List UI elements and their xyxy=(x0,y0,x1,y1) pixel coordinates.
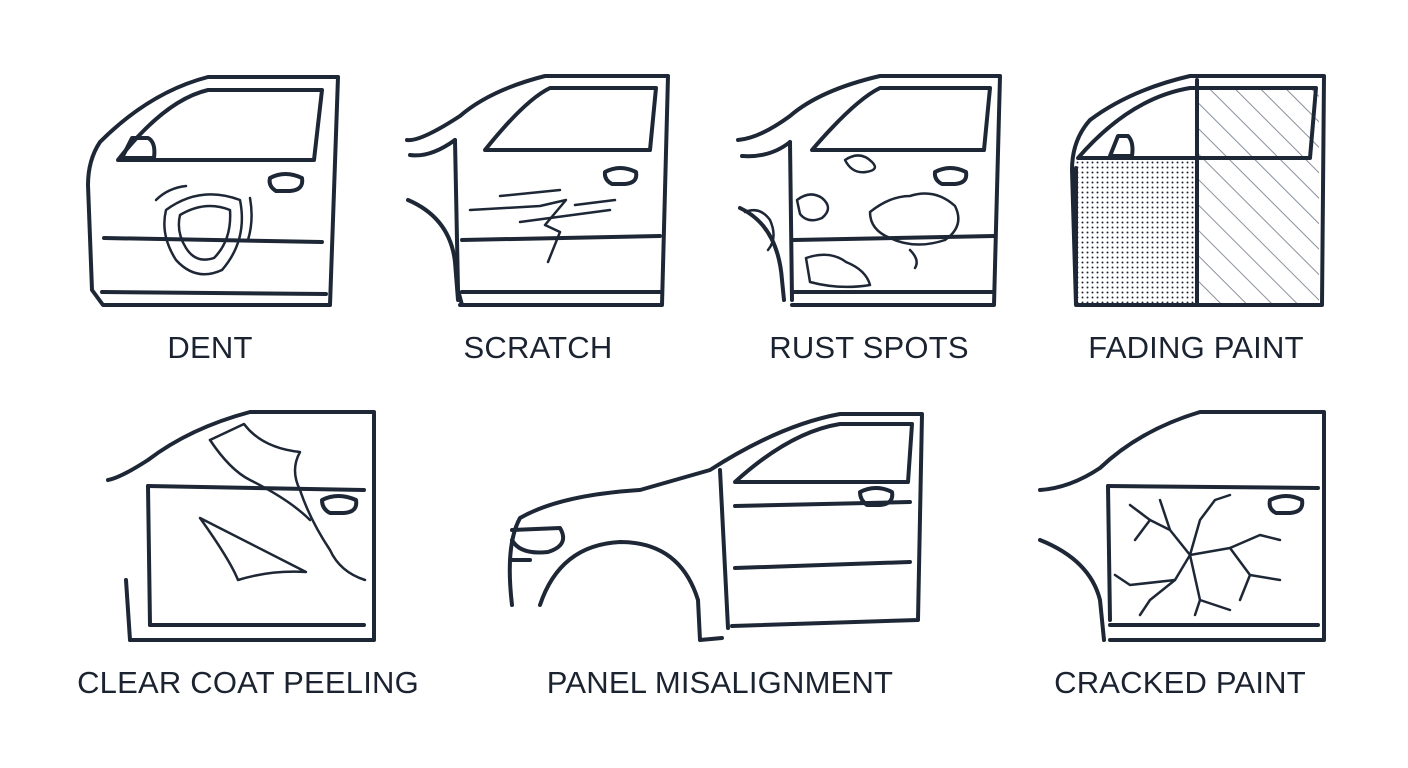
scratch-icon xyxy=(405,74,670,307)
label-rust-spots: RUST SPOTS xyxy=(769,330,969,365)
clear-coat-peeling-icon xyxy=(106,410,376,642)
label-scratch: SCRATCH xyxy=(463,330,613,365)
label-fading-paint: FADING PAINT xyxy=(1088,330,1304,365)
panel-misalignment-icon xyxy=(507,412,924,642)
rust-spots-icon xyxy=(736,74,1002,307)
label-dent: DENT xyxy=(167,330,253,365)
label-cracked-paint: CRACKED PAINT xyxy=(1054,665,1306,700)
label-panel-misalignment: PANEL MISALIGNMENT xyxy=(546,665,894,700)
fading-paint-icon xyxy=(1070,74,1326,307)
label-clear-coat-peeling: CLEAR COAT PEELING xyxy=(77,665,419,700)
dent-icon xyxy=(86,75,340,307)
cracked-paint-icon xyxy=(1038,410,1326,642)
